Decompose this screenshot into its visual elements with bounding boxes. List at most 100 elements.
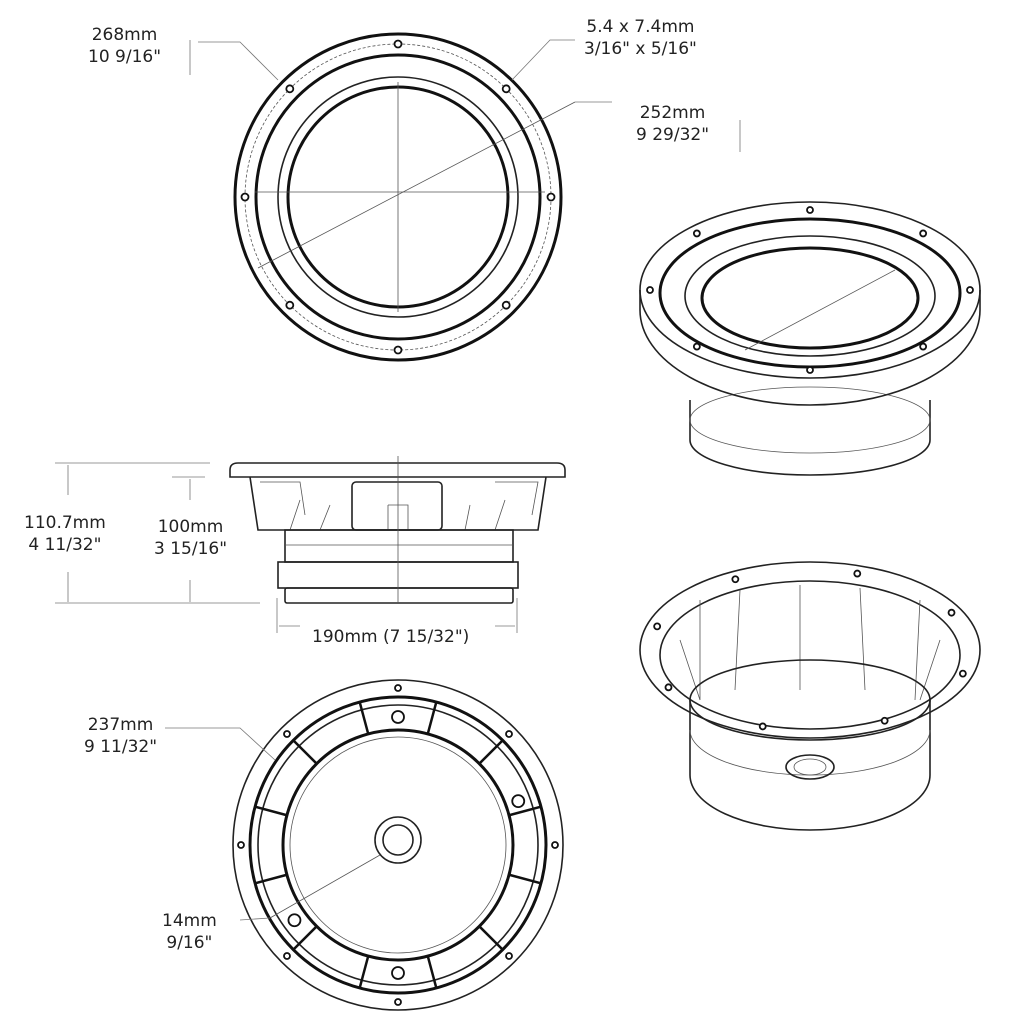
iso-top-magnet-ring: [689, 386, 931, 454]
mounting-hole: [505, 952, 513, 960]
rear-basket-ring: [257, 704, 539, 986]
cutout-diameter-metric: 237mm: [87, 715, 154, 735]
rear-basket-outer: [248, 695, 548, 995]
magnet-width-text: 190mm (7 15/32"): [312, 627, 470, 647]
outer-diameter-imperial: 10 9/16": [88, 47, 162, 67]
iso-top-magnet: [689, 400, 931, 476]
mount-depth-metric: 100mm: [157, 517, 224, 537]
total-depth-imperial: 4 11/32": [28, 535, 102, 555]
iso-rear-vent: [785, 754, 835, 780]
basket-rib: [426, 955, 438, 989]
basket-rib: [254, 805, 288, 817]
outer-diameter-metric: 268mm: [91, 25, 158, 45]
iso-front-view: [639, 201, 981, 476]
leader-cutout: [165, 727, 276, 761]
basket-rib: [508, 873, 542, 885]
mounting-hole: [285, 300, 295, 310]
leader-vent: [239, 917, 271, 921]
mounting-hole: [646, 286, 654, 294]
vent-diameter-imperial: 9/16": [166, 933, 213, 953]
mounting-hole: [237, 841, 245, 849]
mounting-hole: [731, 575, 740, 584]
terminal-screw: [391, 966, 405, 980]
total-depth-metric: 110.7mm: [24, 513, 106, 533]
mounting-hole: [966, 286, 974, 294]
basket-rib: [508, 805, 542, 817]
iso-rear-basket: [659, 580, 961, 730]
basket-rib: [292, 739, 318, 765]
iso-rear-ribs: [679, 585, 941, 701]
iso-rear-magnet-top: [689, 659, 931, 741]
rear-view: [232, 679, 564, 1011]
mounting-hole: [240, 192, 250, 202]
basket-rib: [292, 925, 318, 951]
rear-vent-inner: [382, 824, 414, 856]
mounting-hole: [806, 206, 814, 214]
mounting-hole: [806, 366, 814, 374]
iso-top-cone: [700, 246, 920, 350]
iso-top-flange-side: [639, 290, 981, 406]
side-flange: [229, 462, 566, 478]
mounting-hole: [692, 229, 701, 238]
front-flange-inner: [254, 53, 542, 341]
mounting-hole: [394, 684, 402, 692]
cone-diameter-metric: 252mm: [639, 103, 706, 123]
iso-rear-magnet: [689, 700, 931, 831]
terminal-screw: [287, 913, 302, 928]
mounting-hole: [505, 730, 513, 738]
mounting-hole: [880, 716, 889, 725]
magnet-width-label: 190mm (7 15/32"): [312, 626, 469, 648]
mounting-hole: [958, 669, 967, 678]
basket-rib: [358, 701, 370, 735]
iso-rear-view: [639, 561, 981, 831]
rear-flange-outer: [232, 679, 564, 1011]
iso-top-flange: [639, 201, 981, 379]
side-back-plate: [284, 587, 514, 604]
mount-hole-imperial: 3/16" x 5/16": [584, 39, 697, 59]
mounting-hole: [919, 229, 928, 238]
iso-top-surround: [684, 235, 936, 357]
mounting-hole: [947, 608, 956, 617]
basket-rib: [358, 955, 370, 989]
cone-diameter-imperial: 9 29/32": [636, 125, 710, 145]
iso-top-diameter: [744, 269, 896, 351]
mounting-hole: [394, 998, 402, 1006]
side-basket-ribs: [260, 481, 539, 531]
terminal-screw: [511, 794, 526, 809]
mounting-hole: [551, 841, 559, 849]
mounting-hole: [283, 952, 291, 960]
leader-outer-diameter: [198, 41, 279, 81]
front-view: [233, 32, 576, 362]
front-flange-outer: [233, 32, 563, 362]
basket-rib: [478, 925, 504, 951]
mounting-hole: [758, 722, 767, 731]
mount-depth-imperial: 3 15/16": [154, 539, 228, 559]
rear-vent-leader: [269, 854, 381, 919]
front-diameter-line: [257, 101, 576, 269]
mount-hole-metric: 5.4 x 7.4mm: [586, 17, 695, 37]
mounting-hole: [853, 569, 862, 578]
vent-diameter-metric: 14mm: [162, 911, 217, 931]
terminal-screw: [391, 710, 405, 724]
front-surround-outer: [277, 76, 519, 318]
basket-rib: [478, 739, 504, 765]
rear-magnet-inner: [289, 736, 507, 954]
mounting-hole: [501, 300, 511, 310]
iso-rear-vent-inner: [793, 758, 827, 776]
mounting-hole: [283, 730, 291, 738]
mounting-hole: [501, 84, 511, 94]
mounting-hole: [692, 342, 701, 351]
iso-rear-magnet-line: [689, 729, 931, 776]
basket-rib: [254, 873, 288, 885]
side-top-plate: [284, 529, 514, 563]
mounting-hole: [393, 345, 403, 355]
mounting-hole: [664, 683, 673, 692]
